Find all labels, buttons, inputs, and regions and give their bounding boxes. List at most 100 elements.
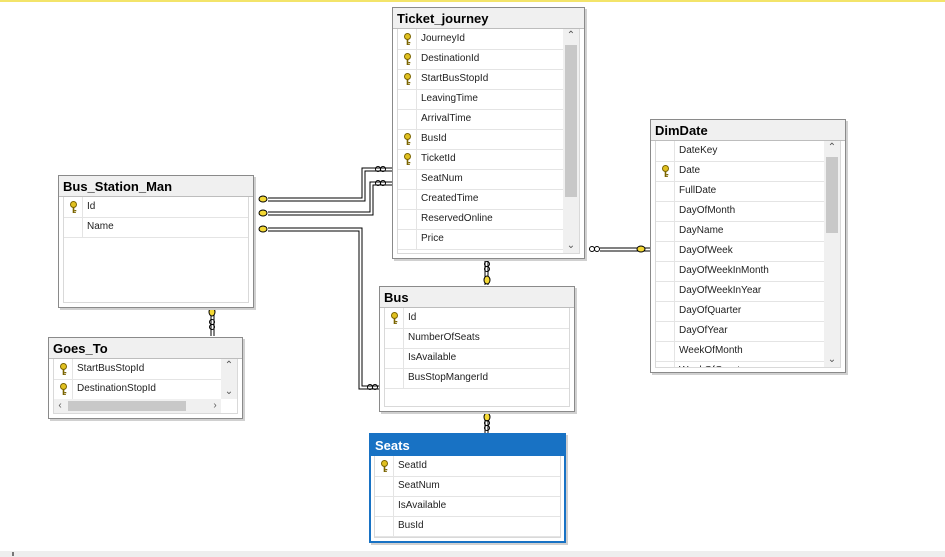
column-row[interactable]: WeekOfMonth [656,341,824,362]
column-row[interactable]: BusStopMangerId [385,368,569,389]
key-cell [656,361,675,367]
column-name: DayName [679,225,724,236]
column-row[interactable]: DayOfMonth [656,201,824,222]
column-row[interactable]: Name [64,217,248,238]
column-name: CreatedTime [421,193,479,204]
column-name: DayOfWeek [679,245,733,256]
key-cell [398,229,417,249]
chevron-down-icon[interactable]: ⌄ [566,240,576,251]
column-name: Name [87,221,114,232]
vertical-scrollbar[interactable]: ⌃ ⌄ [221,359,237,399]
column-row[interactable]: NumberOfSeats [385,328,569,349]
column-row[interactable]: DayOfWeekInMonth [656,261,824,282]
column-row[interactable]: CreatedTime [398,189,564,210]
key-cell [656,181,675,201]
chevron-up-icon[interactable]: ⌃ [224,360,234,371]
column-name: SeatNum [398,480,440,491]
relationship-line[interactable] [210,307,215,336]
column-row[interactable]: SeatId [375,456,560,477]
key-cell [385,368,404,388]
column-row[interactable]: DayOfWeek [656,241,824,262]
chevron-left-icon[interactable]: ‹ [58,400,62,411]
column-row[interactable]: TicketId [398,149,564,170]
key-icon [403,153,412,166]
column-row[interactable]: DayOfYear [656,321,824,342]
column-name: DestinationStopId [77,383,156,394]
relationship-line[interactable] [268,181,392,216]
column-name: DestinationId [421,53,480,64]
vertical-scrollbar[interactable]: ⌃ ⌄ [824,141,840,367]
infinity-end-marker [484,420,490,431]
chevron-right-icon[interactable]: › [213,400,217,411]
key-cell [54,379,73,399]
scroll-thumb[interactable] [826,157,838,233]
column-row[interactable]: StartBusStopId [54,359,221,380]
chevron-up-icon[interactable]: ⌃ [566,30,576,41]
column-row[interactable]: StartBusStopId [398,69,564,90]
table-title[interactable]: Bus [380,287,574,308]
vertical-scrollbar[interactable]: ⌃ ⌄ [563,29,579,253]
key-icon [403,33,412,46]
column-row[interactable]: IsAvailable [385,348,569,369]
column-row[interactable]: DayName [656,221,824,242]
column-row[interactable]: FullDate [656,181,824,202]
table-title[interactable]: DimDate [651,120,845,141]
column-row[interactable]: DateKey [656,141,824,162]
column-row[interactable]: BusId [398,129,564,150]
key-cell [375,516,394,536]
column-row[interactable]: Date [656,161,824,182]
column-row[interactable]: Id [64,197,248,218]
infinity-end-marker [589,246,600,252]
column-row[interactable]: ReservedOnline [398,209,564,230]
column-row[interactable]: DayOfWeekInYear [656,281,824,302]
column-row[interactable]: BusId [375,516,560,537]
relationship-line[interactable] [600,247,650,252]
column-row[interactable]: LeavingTime [398,89,564,110]
column-row[interactable]: ArrivalTime [398,109,564,130]
column-row[interactable]: Id [385,308,569,329]
table-title[interactable]: Ticket_journey [393,8,584,29]
column-row[interactable]: JourneyId [398,29,564,50]
key-icon [403,53,412,66]
scroll-thumb[interactable] [12,552,14,556]
table-title[interactable]: Bus_Station_Man [59,176,253,197]
relationship-line[interactable] [268,167,392,202]
relationship-line[interactable] [268,227,380,390]
chevron-up-icon[interactable]: ⌃ [827,142,837,153]
key-cell [64,217,83,237]
column-name: WeekOfMonth [679,345,743,356]
column-name: FullDate [679,185,717,196]
key-cell [54,359,73,379]
column-row[interactable]: DestinationId [398,49,564,70]
key-icon [390,312,399,325]
scroll-thumb[interactable] [565,45,577,197]
column-name: NumberOfSeats [408,332,480,343]
column-name: ReservedOnline [421,213,493,224]
column-row[interactable]: DestinationStopId [54,379,221,400]
column-row[interactable]: Price [398,229,564,250]
infinity-end-marker [375,166,386,172]
relationship-line[interactable] [484,258,489,285]
column-row[interactable]: SeatNum [375,476,560,497]
horizontal-scrollbar-canvas[interactable] [0,551,945,557]
chevron-down-icon[interactable]: ⌄ [827,354,837,365]
chevron-down-icon[interactable]: ⌄ [224,386,234,397]
horizontal-scrollbar[interactable]: ‹ › [54,399,221,413]
column-row[interactable]: SeatNum [398,169,564,190]
column-row[interactable]: IsAvailable [375,496,560,517]
scroll-thumb[interactable] [68,401,186,411]
column-row[interactable]: DayOfQuarter [656,301,824,322]
column-row[interactable]: WeekOfQuarter [656,361,824,367]
relationship-line[interactable] [484,411,489,433]
table-title[interactable]: Goes_To [49,338,242,359]
key-cell [398,109,417,129]
table-title[interactable]: Seats [371,435,564,456]
column-name: BusId [421,133,447,144]
